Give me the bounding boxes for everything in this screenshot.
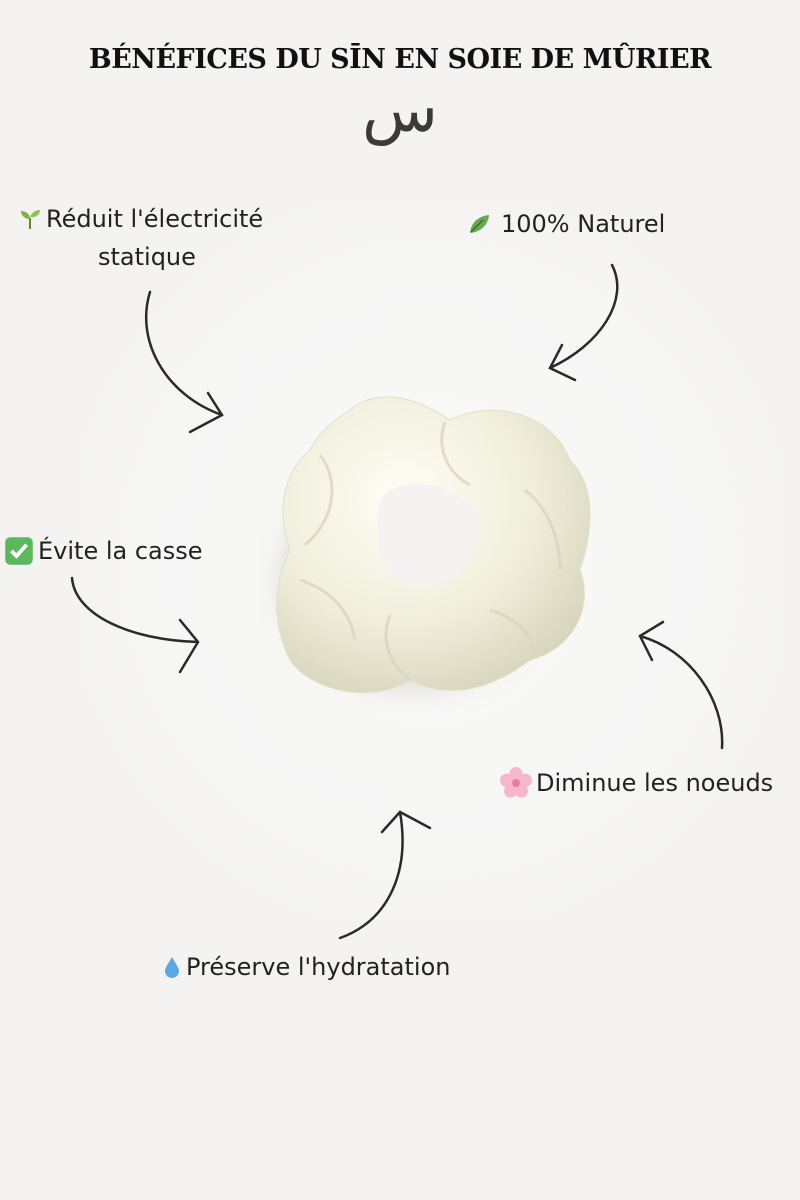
- benefit-label: Préserve l'hydratation: [186, 953, 451, 981]
- benefit-breakage: Évite la casse: [4, 532, 203, 570]
- leaf-icon: [470, 215, 489, 233]
- benefit-label-line2: statique: [98, 243, 196, 271]
- arrow-static: [145, 290, 224, 434]
- benefit-knots: Diminue les noeuds: [500, 764, 773, 802]
- arrow-hydration: [338, 810, 432, 940]
- droplet-icon: [165, 957, 179, 978]
- benefit-label: 100% Naturel: [501, 210, 666, 238]
- brand-logo: س: [362, 73, 438, 146]
- benefit-label: Réduit l'électricité: [46, 205, 264, 233]
- benefit-label: Diminue les noeuds: [536, 769, 774, 797]
- cherry-blossom-icon: [500, 767, 532, 798]
- benefit-hydration: Préserve l'hydratation: [160, 948, 450, 986]
- benefit-static: Réduit l'électricité statique: [18, 200, 263, 276]
- benefit-label: Évite la casse: [38, 537, 203, 565]
- arrow-natural: [548, 263, 619, 382]
- arrow-breakage: [70, 576, 200, 674]
- page-title: BÉNÉFICES DU SĪN EN SOIE DE MÛRIER: [88, 44, 712, 75]
- seedling-icon: [21, 210, 40, 229]
- check-box-icon: [5, 537, 33, 565]
- benefit-natural: 100% Naturel: [467, 205, 665, 243]
- arrow-knots: [638, 620, 724, 750]
- silk-scrunchie-image: [276, 396, 591, 694]
